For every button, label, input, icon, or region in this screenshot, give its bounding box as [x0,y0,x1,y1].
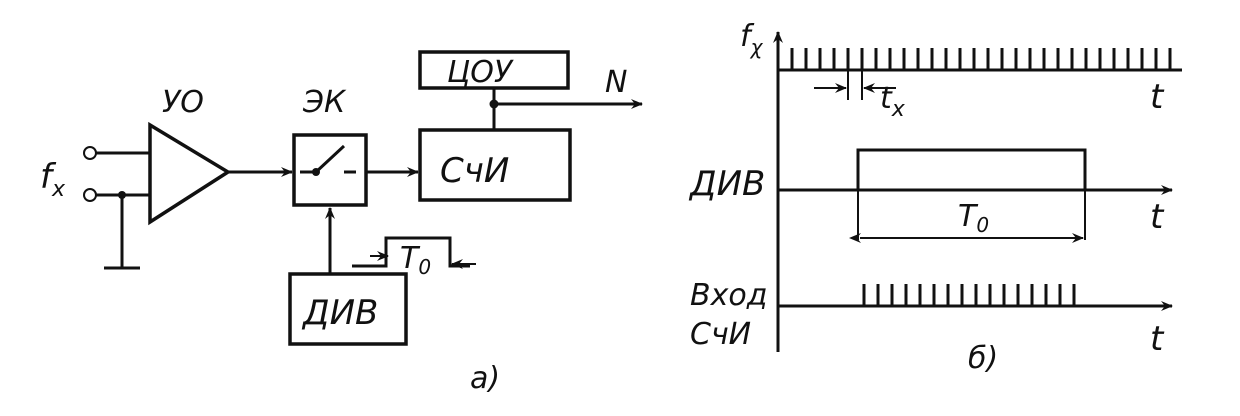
div-row-label: ДИВ [688,164,765,204]
divider-box [288,272,408,346]
tx-label: tx [880,81,906,122]
input-terminal-top [83,146,97,160]
amplifier-label: УО [162,85,204,120]
display-box [418,50,570,90]
amplifier-triangle [148,121,232,226]
period-label: T0 [400,241,431,279]
fx-pulse-train [790,48,1172,70]
display-label: ЦОУ [447,55,514,90]
counter-label: СчИ [440,151,509,191]
input-row-label-2: СчИ [690,317,751,352]
caption-a: а) [470,361,500,396]
caption-b: б) [968,341,998,376]
output-label: N [605,65,627,100]
key-label: ЭК [302,85,347,120]
t0-label: T0 [958,199,989,237]
block-diagram: fx УО ЭК СчИ ЦОУ N ДИВ T0 [40,50,643,396]
electronic-key-box [292,133,368,207]
input-row-label-1: Вход [690,278,767,313]
gate-pulse [856,148,1087,190]
counter-box [418,128,572,202]
time-label-row3: t [1150,319,1165,359]
fx-axis-label: fχ [740,19,764,59]
input-label: fx [40,157,66,202]
time-label-row2: t [1150,197,1165,237]
counter-input-pulse-train [862,284,1076,306]
time-label-row1: t [1150,77,1165,117]
input-terminal-bottom [83,188,97,202]
divider-label: ДИВ [301,293,378,333]
timing-diagram: fχ tx t T0 ДИВ t Вход СчИ t б) [688,19,1182,376]
switch-contact [314,144,346,174]
